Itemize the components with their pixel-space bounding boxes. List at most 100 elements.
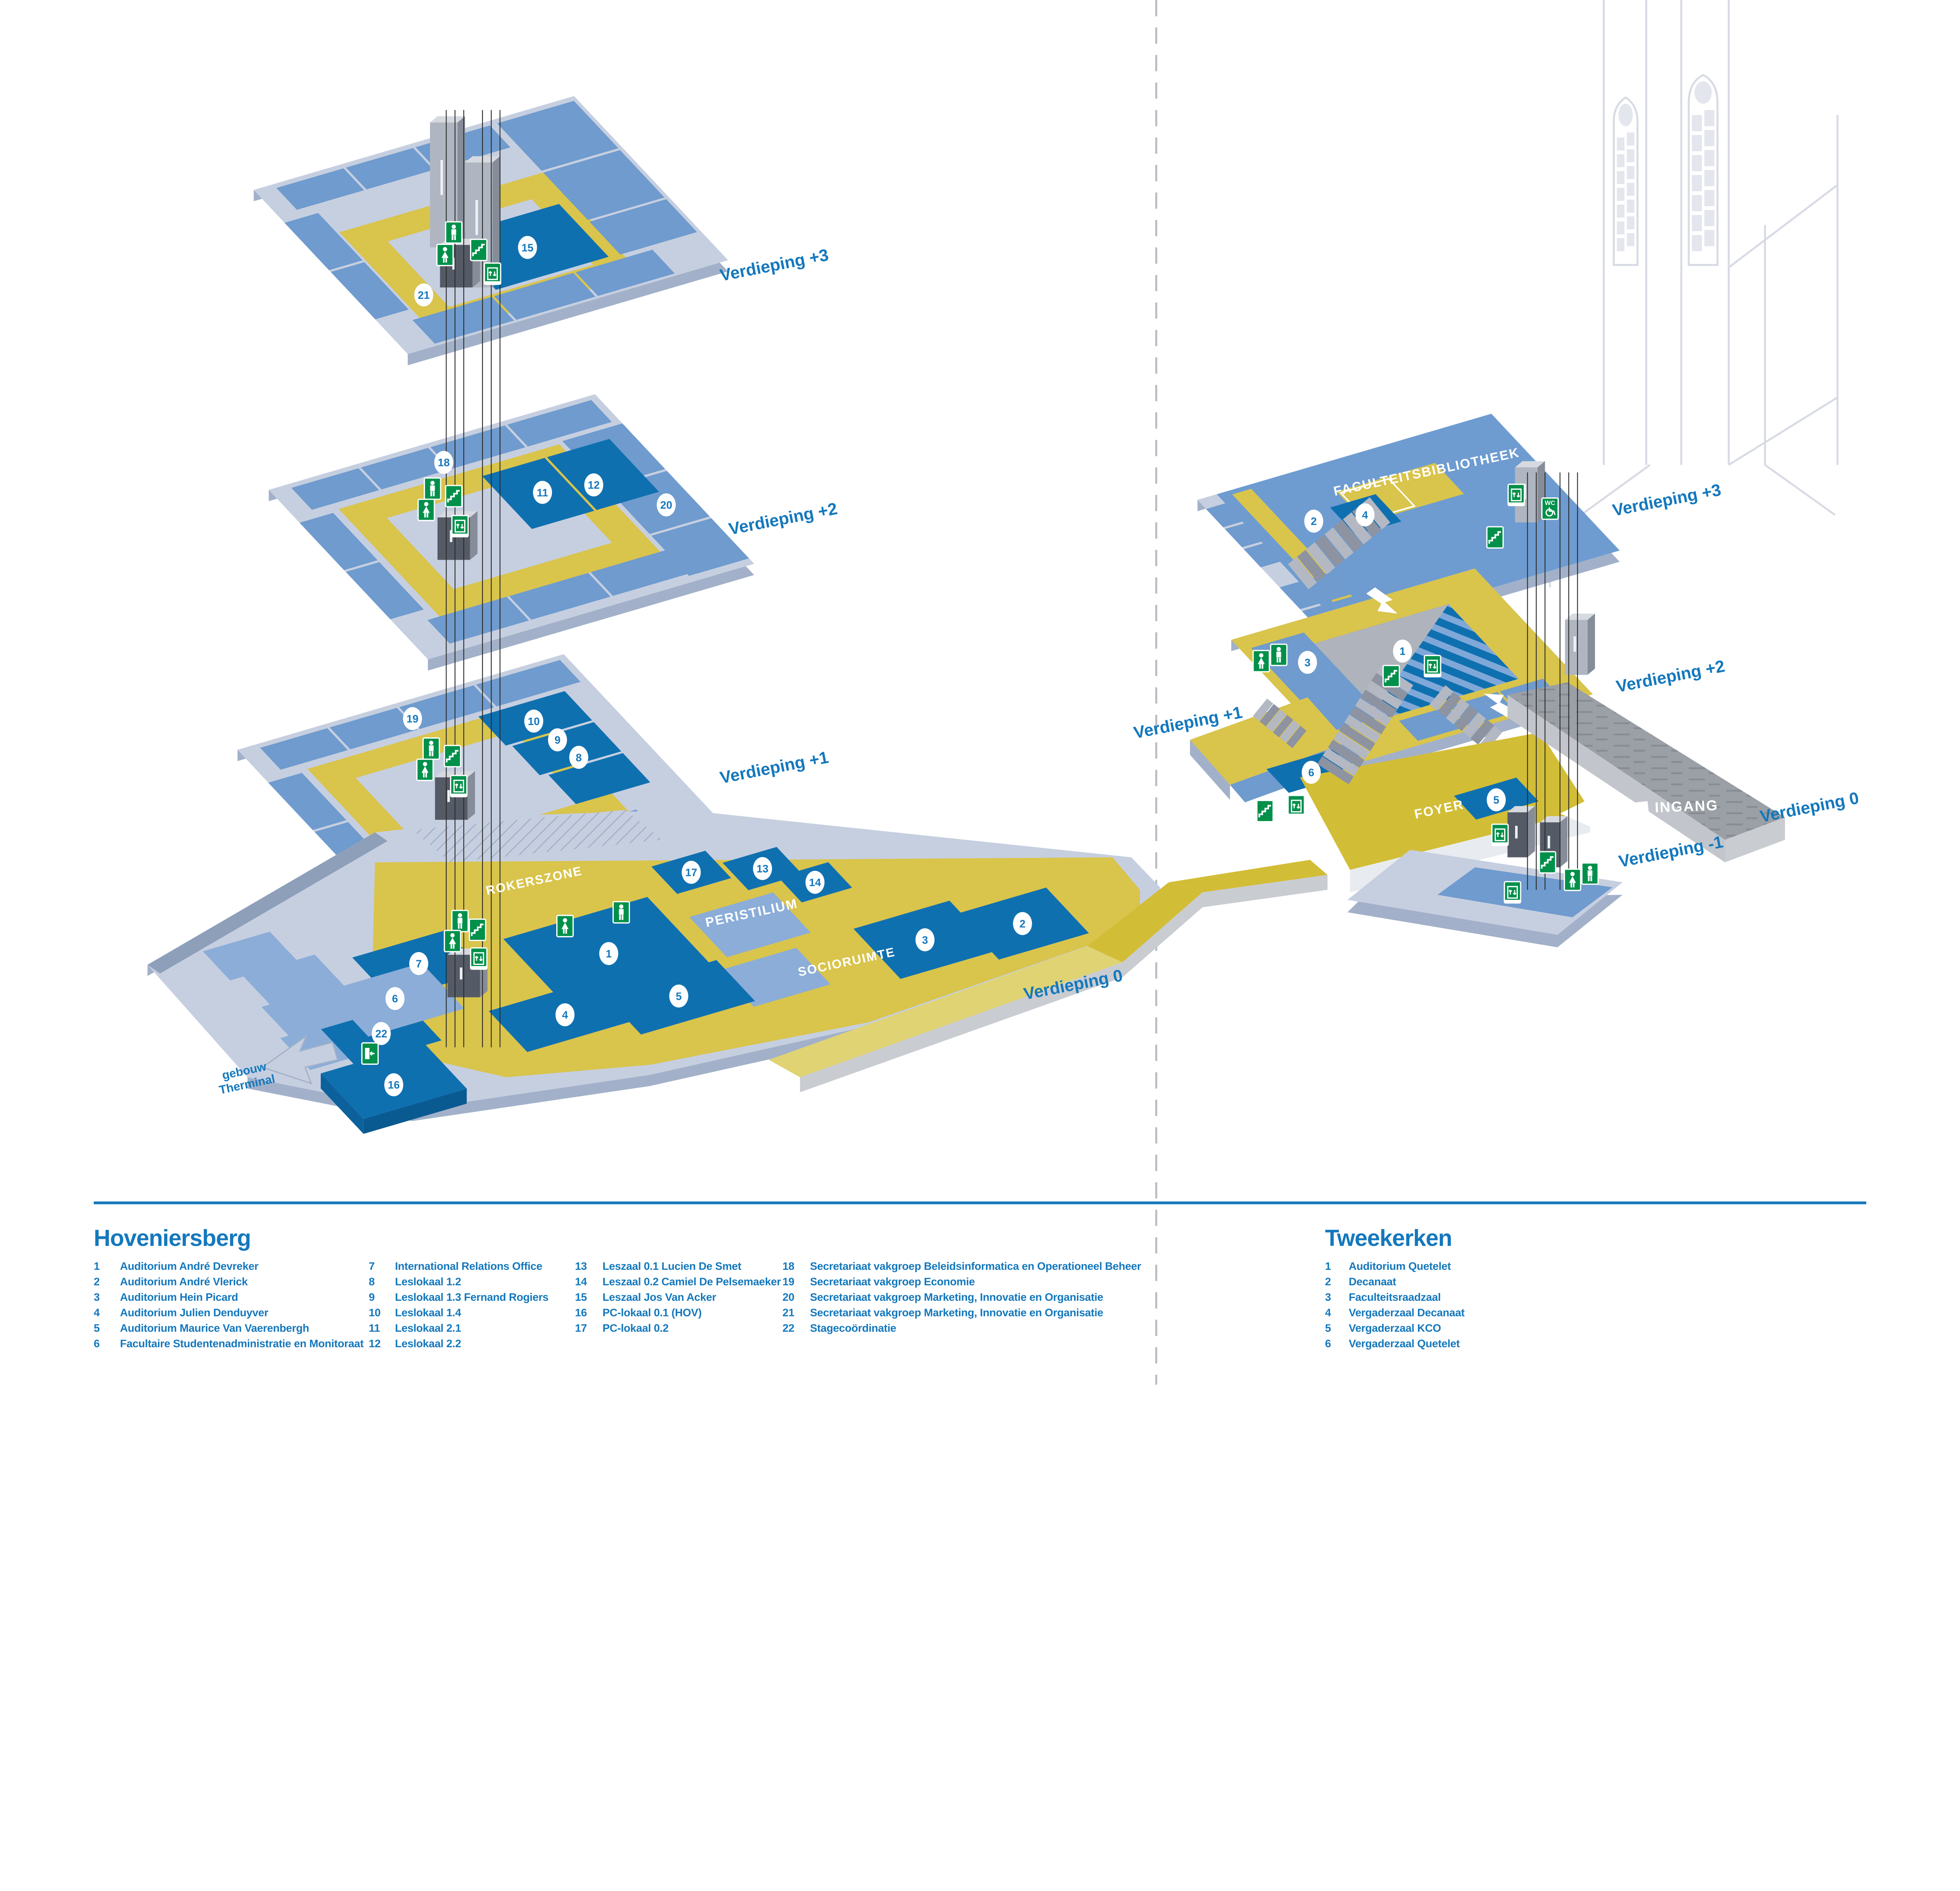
marker-circle <box>584 473 603 497</box>
legend-item-number: 6 <box>1325 1337 1331 1349</box>
marker-circle <box>548 728 567 752</box>
glyph <box>1508 502 1524 506</box>
marker-number: 18 <box>438 457 450 469</box>
elevator-shaft-right-b-door <box>1573 636 1576 652</box>
glyph <box>432 751 434 756</box>
floor-plus2-left-room <box>291 468 379 510</box>
floor-label-hoveniersberg-verdieping-+3: Verdieping +3 <box>719 246 830 285</box>
room-marker-hoveniersberg-17: 17 <box>682 861 701 884</box>
stairs-foyer-main-step <box>1317 756 1354 785</box>
floor-label-hoveniersberg-verdieping-+2: Verdieping +2 <box>727 499 839 539</box>
exit-icon-bg <box>361 1042 379 1065</box>
wc-wheelchair-icon: WC <box>1541 497 1559 520</box>
room-marker-hoveniersberg-13: 13 <box>753 857 772 880</box>
elevator-car-left-door <box>447 790 450 802</box>
floor-plus3-left-room <box>346 148 434 190</box>
church-window-left-louvre <box>1617 205 1624 218</box>
flow-arrow <box>1366 587 1398 614</box>
glyph <box>450 793 467 797</box>
stairs-plus1-step <box>1253 698 1274 721</box>
stairs-icon <box>1486 526 1504 549</box>
wc-men-icon <box>1581 862 1599 885</box>
glyph <box>429 751 431 756</box>
church-window-right-louvre <box>1692 215 1702 231</box>
floor-plus3-left-room <box>276 168 364 210</box>
glyph <box>458 924 460 929</box>
room-marker-hoveniersberg-12: 12 <box>584 473 603 497</box>
marker-number: 7 <box>416 957 422 970</box>
marker-circle <box>657 493 676 517</box>
floor-0-room <box>243 954 345 1008</box>
glyph <box>1511 488 1522 502</box>
church-window-right-louvre <box>1692 115 1702 131</box>
lift-icon-bg <box>484 262 501 285</box>
glyph <box>453 944 455 949</box>
glyph <box>456 523 464 529</box>
marker-circle <box>1486 788 1506 812</box>
legend-item-number: 5 <box>1325 1322 1331 1334</box>
glyph <box>443 247 447 252</box>
legend-left-title: Hoveniersberg <box>94 1225 251 1251</box>
legend-item-number: 20 <box>782 1291 794 1303</box>
church-window-left-louvre <box>1627 199 1635 213</box>
glyph <box>1259 664 1261 669</box>
legend-item-label: Leslokaal 2.1 <box>395 1322 461 1334</box>
lift-icon <box>451 515 469 538</box>
legend-item-label: Secretariaat vakgroep Marketing, Innovat… <box>810 1306 1103 1318</box>
glyph <box>1507 886 1518 899</box>
church-window-right-louvre <box>1704 190 1715 207</box>
floor-plus3-right-room <box>1243 540 1290 567</box>
marker-circle <box>518 236 537 259</box>
floor-label-hoveniersberg-verdieping-+1: Verdieping +1 <box>719 748 830 787</box>
glyph <box>1424 673 1441 677</box>
room-marker-hoveniersberg-7: 7 <box>409 952 428 975</box>
map-icons: WC <box>361 221 1599 1065</box>
rokerszone-hatch <box>412 810 663 863</box>
glyph <box>1276 651 1281 658</box>
stairs-plus1-step <box>1259 704 1280 727</box>
marker-circle <box>599 942 619 965</box>
floor-plus3-right-room <box>1279 573 1351 609</box>
legend-item-label: Leslokaal 1.4 <box>395 1306 461 1318</box>
glyph <box>561 922 569 929</box>
marker-number: 3 <box>922 934 928 946</box>
marker-number: 12 <box>588 479 599 491</box>
walkway-bend <box>1087 882 1203 963</box>
stairs-plus2-down-step <box>1454 705 1478 731</box>
glyph <box>429 745 434 751</box>
legend-item-label: PC-lokaal 0.2 <box>603 1322 669 1334</box>
wc-women-icon <box>444 930 461 952</box>
stairs-plus3-to-plus2-step <box>1334 520 1363 552</box>
floor-plus2-left-room <box>651 518 749 576</box>
glyph <box>424 502 428 506</box>
wc-men-icon <box>422 737 440 760</box>
marker-number: 21 <box>418 289 430 301</box>
glyph <box>471 923 484 936</box>
glyph <box>619 909 624 915</box>
elevator-shaft-right-a-top <box>1515 461 1545 468</box>
church-window-left-oculus <box>1618 103 1633 127</box>
church-window-right-louvre <box>1692 175 1702 191</box>
room-marker-hoveniersberg-8: 8 <box>569 746 588 769</box>
church-window-right-louvre <box>1704 170 1715 187</box>
elevator-car-left-door <box>460 967 463 980</box>
stairs-plus1-step <box>1273 714 1294 738</box>
stairs-plus3-to-plus2-step <box>1343 512 1372 545</box>
glyph <box>488 271 497 277</box>
glyph <box>470 966 487 969</box>
stairs-foyer-main-step <box>1360 689 1397 718</box>
glyph <box>460 924 462 929</box>
wc-men-icon <box>423 477 441 500</box>
floor-plus3-left-room <box>284 213 363 270</box>
legend-item-label: Leszaal Jos Van Acker <box>603 1291 716 1303</box>
glyph <box>446 750 459 763</box>
legend-item-number: 1 <box>94 1260 100 1272</box>
room-marker-hoveniersberg-21: 21 <box>414 283 434 306</box>
elevator-shaft-left-b-side <box>492 156 500 288</box>
marker-number: 8 <box>576 751 582 763</box>
legend-item-label: Leslokaal 2.2 <box>395 1337 461 1349</box>
glyph <box>451 229 456 235</box>
